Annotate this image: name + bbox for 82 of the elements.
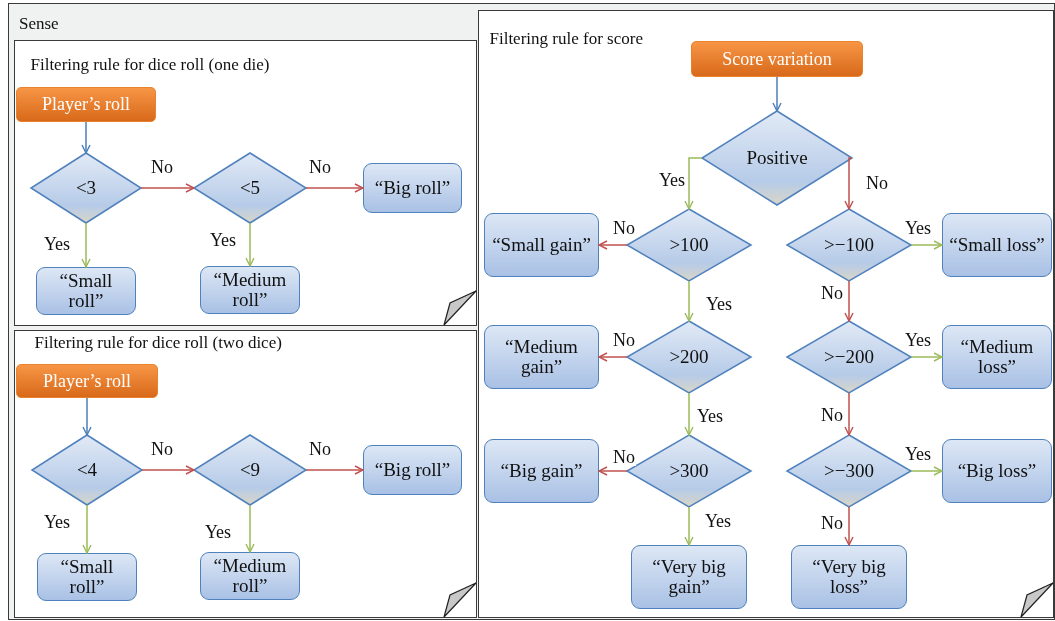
arrow	[245, 504, 255, 553]
result-box: “Big gain”	[484, 439, 599, 503]
arrow	[684, 280, 694, 322]
arrow	[598, 466, 628, 476]
condition-label: Positive	[745, 147, 809, 169]
start-box: Score variation	[691, 41, 863, 77]
edge-label: Yes	[704, 295, 734, 313]
condition-label: >300	[668, 460, 710, 482]
edge-label: Yes	[903, 445, 933, 463]
arrow	[598, 240, 628, 250]
result-box: “Small loss”	[942, 213, 1052, 277]
arrow	[910, 466, 943, 476]
arrow	[141, 465, 195, 475]
arrow	[598, 352, 628, 362]
edge-label: Yes	[903, 331, 933, 349]
result-box: “Medium roll”	[200, 552, 300, 600]
arrow	[684, 392, 694, 436]
arrow	[844, 392, 854, 436]
arrow	[910, 240, 943, 250]
condition-label: >−100	[823, 234, 875, 256]
edge-label: No	[612, 331, 636, 349]
arrow	[140, 183, 195, 193]
condition-label: >−200	[823, 346, 875, 368]
result-box: “Very big gain”	[631, 545, 747, 609]
panel-title: Sense	[19, 14, 59, 34]
condition-label: >100	[668, 234, 710, 256]
result-box: “Big roll”	[363, 445, 462, 495]
panel	[13, 329, 477, 618]
result-box: “Medium loss”	[942, 325, 1052, 389]
result-box: “Small roll”	[37, 553, 137, 601]
arrow	[844, 280, 854, 322]
result-box: “Big roll”	[363, 163, 462, 213]
start-box: Player’s roll	[16, 364, 158, 398]
edge-label: Yes	[208, 231, 238, 249]
edge-label: No	[308, 440, 332, 458]
edge-label: Yes	[42, 513, 72, 531]
result-box: “Very big loss”	[791, 545, 907, 609]
edge-label: Yes	[703, 512, 733, 530]
arrow	[305, 465, 364, 475]
result-box: “Medium roll”	[200, 266, 300, 314]
arrow	[844, 506, 854, 546]
edge-label: No	[612, 448, 636, 466]
edge-label: Yes	[695, 407, 725, 425]
edge-label: No	[820, 284, 844, 302]
edge-label: Yes	[203, 523, 233, 541]
condition-label: <3	[74, 177, 98, 199]
panel	[477, 9, 1054, 618]
start-box: Player’s roll	[16, 87, 156, 122]
condition-label: <4	[75, 459, 99, 481]
panel-title: Filtering rule for dice roll (one die)	[30, 54, 270, 75]
arrow	[81, 121, 91, 154]
arrow	[82, 504, 92, 554]
condition-label: >200	[668, 346, 710, 368]
arrow	[82, 397, 92, 436]
arrow	[910, 352, 943, 362]
condition-label: <5	[238, 177, 262, 199]
condition-label: <9	[238, 459, 262, 481]
condition-label: >−300	[823, 460, 875, 482]
arrow	[305, 183, 364, 193]
arrow	[81, 222, 91, 268]
edge-label: No	[150, 440, 174, 458]
edge-label: No	[820, 406, 844, 424]
edge-label: Yes	[42, 235, 72, 253]
panel-title: Filtering rule for dice roll (two dice)	[34, 332, 282, 353]
result-box: “Small roll”	[36, 267, 136, 315]
edge-label: No	[308, 158, 332, 176]
frame-panel	[8, 3, 1055, 620]
edge-label: No	[820, 514, 844, 532]
arrow	[245, 222, 255, 267]
edge-label: No	[612, 219, 636, 237]
edge-label: No	[865, 174, 889, 192]
panel-title: Filtering rule for score	[489, 28, 643, 49]
edge-label: Yes	[657, 171, 687, 189]
result-box: “Small gain”	[484, 213, 599, 277]
edge-label: Yes	[903, 219, 933, 237]
arrow	[684, 506, 694, 546]
arrow	[772, 76, 782, 112]
panel	[13, 39, 477, 326]
result-box: “Big loss”	[942, 439, 1052, 503]
arrow	[684, 157, 703, 210]
edge-label: No	[150, 158, 174, 176]
result-box: “Medium gain”	[484, 325, 599, 389]
